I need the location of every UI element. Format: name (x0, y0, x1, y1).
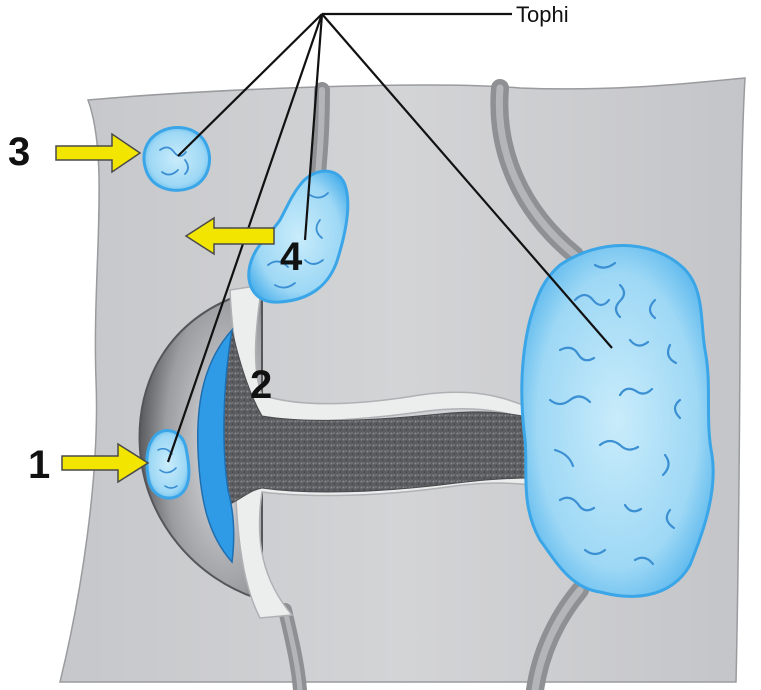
number-label-2: 2 (250, 363, 272, 407)
tophus-large (522, 245, 713, 596)
number-label-3: 3 (8, 130, 30, 174)
tophus-3 (144, 127, 210, 190)
number-label-4: 4 (280, 235, 303, 279)
number-label-1: 1 (28, 443, 50, 487)
tophi-callout-label: Tophi (516, 2, 569, 27)
